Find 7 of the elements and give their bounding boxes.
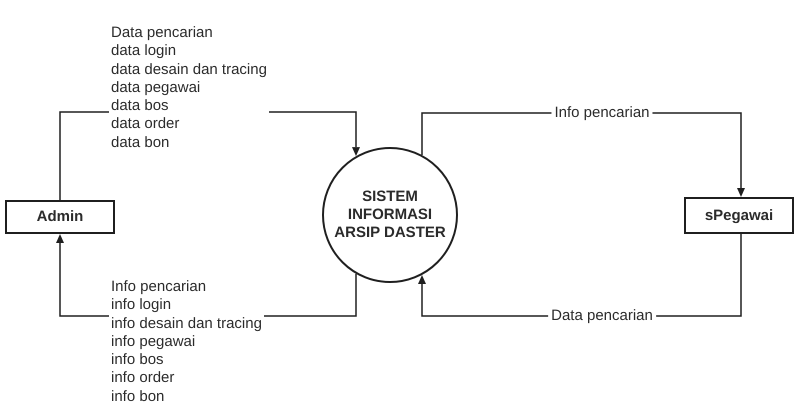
process-label: SISTEM INFORMASI ARSIP DASTER xyxy=(333,188,447,242)
entity-label: Admin xyxy=(36,208,84,226)
edge-label: Data pencarian xyxy=(548,307,656,325)
entity-box xyxy=(684,197,794,234)
edge-label: Info pencarian xyxy=(551,104,653,122)
entity-label: sPegawai xyxy=(704,206,774,224)
entity-box xyxy=(5,200,115,234)
